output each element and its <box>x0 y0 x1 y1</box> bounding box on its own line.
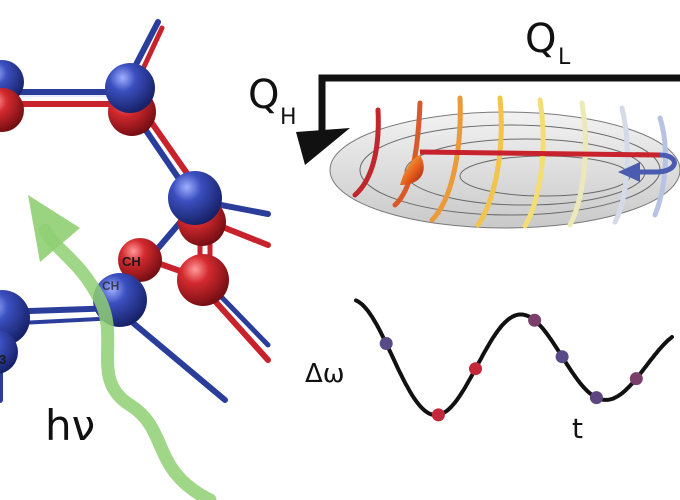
atom-lower-red <box>177 254 229 306</box>
oscillation-plot <box>354 298 674 422</box>
atom-tag-ch-upper: CH <box>122 254 141 269</box>
curve-marker-3 <box>469 362 482 376</box>
curve-marker-7 <box>629 372 643 386</box>
atom-right-blue <box>168 171 222 225</box>
atom-bottom-left-blue <box>0 290 30 346</box>
curve-marker-2 <box>431 408 445 422</box>
trajectory-rod <box>419 149 661 158</box>
q-low-arrow <box>318 74 680 140</box>
photon-wave-path <box>38 223 217 500</box>
q-high-arrow-head <box>296 128 350 165</box>
trajectory-loop <box>630 152 677 175</box>
trajectory-loop-head <box>618 162 640 182</box>
atom-tag-methyl: 3 <box>0 352 6 367</box>
curve-marker-1 <box>379 337 393 350</box>
trajectory-tip <box>400 155 424 185</box>
curve-marker-6 <box>589 391 603 405</box>
delta-omega-label: Δω <box>305 359 345 389</box>
photon-arrow-head <box>28 195 80 262</box>
atom-tag-ch-lower: CH <box>102 279 119 293</box>
q-high-label: Q <box>248 72 279 118</box>
atom-bottom-left-blue-2 <box>0 330 18 374</box>
photon-label: hν <box>45 401 95 450</box>
q-high-subscript: H <box>280 105 297 130</box>
atom-ch-red <box>118 238 162 282</box>
atom-top-blue <box>105 63 155 113</box>
oscillation-curve <box>354 298 674 418</box>
time-label: t <box>572 412 583 445</box>
ellipsoid-diagram <box>296 74 680 229</box>
atom-top-left-red <box>0 88 24 132</box>
curve-marker-4 <box>528 313 542 327</box>
q-low-label: Q <box>525 16 556 62</box>
oscillation-markers <box>379 313 643 422</box>
photon-arrow <box>28 195 217 500</box>
q-low-subscript: L <box>558 45 571 70</box>
curve-marker-5 <box>555 350 569 364</box>
